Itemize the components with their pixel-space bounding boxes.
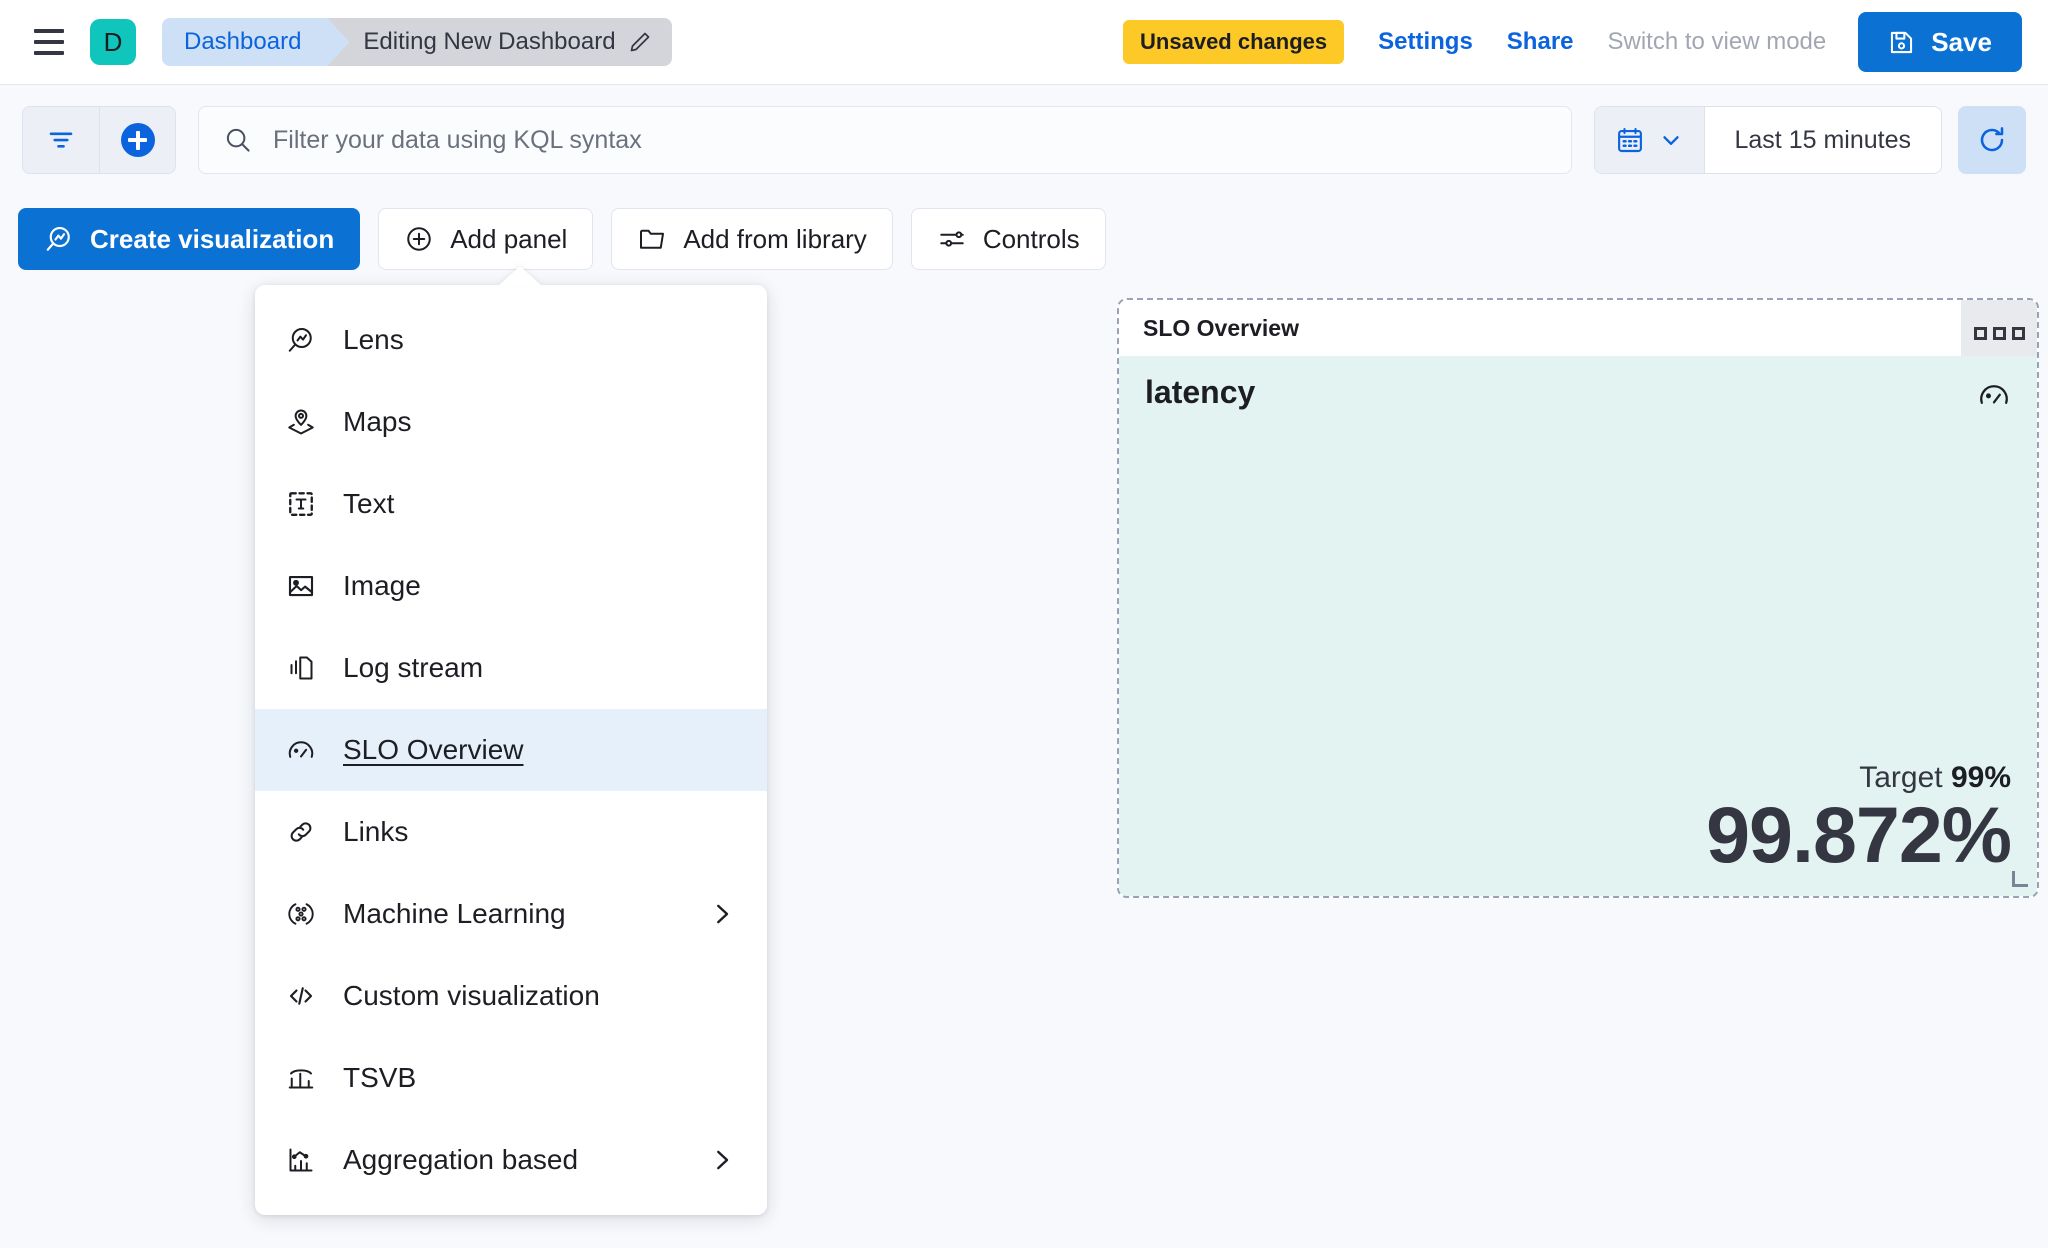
menu-item-label: Aggregation based	[343, 1144, 579, 1175]
add-panel-label: Add panel	[450, 223, 568, 254]
status-badge[interactable]: Unsaved changes	[1123, 20, 1345, 64]
menu-item-label: Links	[343, 816, 409, 847]
panel-title: SLO Overview	[1143, 314, 1299, 341]
log-stream-icon	[285, 652, 317, 684]
switch-to-view-mode-link[interactable]: Switch to view mode	[1607, 28, 1827, 55]
menu-item-label: Lens	[343, 324, 404, 355]
settings-link[interactable]: Settings	[1378, 28, 1473, 55]
pencil-icon[interactable]	[628, 30, 652, 54]
menu-item-label: Log stream	[343, 652, 484, 683]
link-icon	[285, 816, 317, 848]
hamburger-icon[interactable]	[26, 19, 72, 65]
panel-context-menu-icon[interactable]	[1961, 300, 2037, 366]
controls-button[interactable]: Controls	[910, 208, 1106, 270]
panel-body: latency Target 99% 99.872%	[1119, 356, 2037, 896]
date-quick-select-button[interactable]	[1594, 107, 1705, 173]
sliders-icon	[937, 224, 967, 254]
menu-item-log-stream[interactable]: Log stream	[255, 627, 767, 709]
text-box-icon	[285, 488, 317, 520]
menu-item-maps[interactable]: Maps	[255, 381, 767, 463]
refresh-button[interactable]	[1958, 106, 2026, 174]
breadcrumb-dashboard-label: Dashboard	[184, 28, 302, 55]
save-button-label: Save	[1931, 26, 1992, 57]
query-bar: Filter your data using KQL syntax Las	[0, 85, 2048, 195]
share-link[interactable]: Share	[1506, 28, 1574, 55]
menu-item-label: Custom visualization	[343, 980, 600, 1011]
add-from-library-button[interactable]: Add from library	[611, 208, 893, 270]
resize-handle-icon[interactable]	[2012, 871, 2028, 887]
save-disk-icon	[1888, 29, 1915, 56]
image-icon	[285, 570, 317, 602]
menu-item-slo-overview[interactable]: SLO Overview	[255, 709, 767, 791]
menu-item-machine-learning[interactable]: Machine Learning	[255, 873, 767, 955]
breadcrumb: Dashboard Editing New Dashboard	[162, 18, 672, 66]
add-filter-button[interactable]	[99, 107, 175, 173]
plus-circle-icon	[120, 123, 155, 157]
map-marker-layers-icon	[285, 406, 317, 438]
create-visualization-label: Create visualization	[90, 223, 335, 254]
search-icon	[223, 125, 253, 155]
folder-icon	[637, 224, 667, 254]
search-input-placeholder: Filter your data using KQL syntax	[273, 125, 642, 154]
breadcrumb-editing-label: Editing New Dashboard	[363, 28, 616, 55]
panel-header: SLO Overview	[1119, 300, 2037, 366]
chevron-down-icon	[1658, 127, 1684, 153]
menu-item-links[interactable]: Links	[255, 791, 767, 873]
add-panel-menu: Lens Maps Text	[255, 266, 767, 1215]
slo-target-label: Target	[1859, 761, 1943, 795]
slo-target-value: 99%	[1950, 761, 2011, 795]
menu-item-label: Maps	[343, 406, 412, 437]
avatar[interactable]: D	[90, 19, 136, 65]
add-from-library-label: Add from library	[683, 223, 867, 254]
menu-item-label: Machine Learning	[343, 898, 566, 929]
lens-icon	[44, 224, 74, 254]
controls-label: Controls	[982, 223, 1080, 254]
code-icon	[285, 980, 317, 1012]
slo-metrics: Target 99% 99.872%	[1145, 761, 2012, 880]
header-actions: Unsaved changes Settings Share Switch to…	[1123, 12, 2022, 72]
filter-controls-group	[22, 106, 176, 174]
top-header-bar: D Dashboard Editing New Dashboard Unsave…	[0, 0, 2048, 85]
plus-in-circle-icon	[404, 224, 434, 254]
menu-item-text[interactable]: Text	[255, 463, 767, 545]
chevron-right-icon	[707, 899, 737, 929]
menu-item-label: TSVB	[343, 1062, 417, 1093]
time-range-label[interactable]: Last 15 minutes	[1734, 125, 1912, 154]
slo-overview-panel[interactable]: SLO Overview latency Target 99	[1117, 298, 2039, 898]
add-panel-button[interactable]: Add panel	[378, 208, 594, 270]
lens-icon	[285, 324, 317, 356]
search-input[interactable]: Filter your data using KQL syntax	[198, 106, 1572, 174]
menu-item-label: SLO Overview	[343, 734, 524, 765]
gauge-icon	[285, 734, 317, 766]
menu-item-tsvb[interactable]: TSVB	[255, 1037, 767, 1119]
chevron-right-icon	[707, 1145, 737, 1175]
menu-item-custom-visualization[interactable]: Custom visualization	[255, 955, 767, 1037]
gauge-icon	[1977, 378, 2011, 417]
filter-icon[interactable]	[23, 107, 99, 173]
refresh-icon	[1976, 124, 2008, 156]
time-picker: Last 15 minutes	[1593, 106, 1942, 174]
slo-name: latency	[1145, 374, 1256, 410]
breadcrumb-dashboard[interactable]: Dashboard	[162, 18, 350, 66]
menu-item-label: Image	[343, 570, 421, 601]
slo-sli-value: 99.872%	[1706, 790, 2012, 880]
slo-target: Target 99%	[1145, 761, 2011, 795]
machine-learning-icon	[285, 898, 317, 930]
popover-arrow	[498, 266, 542, 286]
menu-item-label: Text	[343, 488, 395, 519]
calendar-icon	[1615, 125, 1645, 155]
editor-toolbar: Create visualization Add panel Add from …	[0, 195, 2048, 283]
save-button[interactable]: Save	[1858, 12, 2022, 72]
tsvb-chart-icon	[285, 1062, 317, 1094]
menu-item-aggregation-based[interactable]: Aggregation based	[255, 1119, 767, 1201]
menu-item-lens[interactable]: Lens	[255, 299, 767, 381]
aggregation-chart-icon	[285, 1144, 317, 1176]
breadcrumb-editing-new-dashboard[interactable]: Editing New Dashboard	[327, 18, 672, 66]
menu-item-image[interactable]: Image	[255, 545, 767, 627]
create-visualization-button[interactable]: Create visualization	[18, 208, 361, 270]
slo-header-row: latency	[1145, 374, 2011, 417]
